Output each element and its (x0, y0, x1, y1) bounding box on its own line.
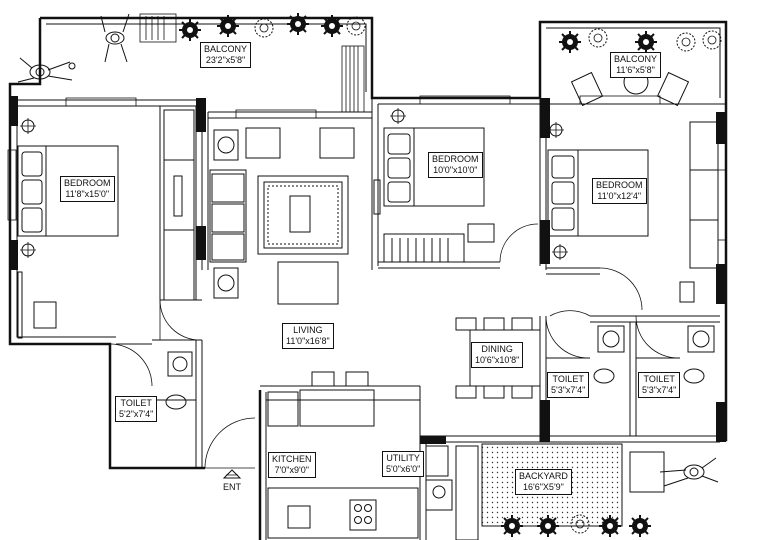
room-label-dining: DINING 10'6"x10'8" (471, 342, 524, 368)
room-name: DINING (481, 344, 513, 354)
room-label-toilet-left: TOILET 5'2"x7'4" (115, 396, 158, 422)
room-size: 5'3"x7'4" (551, 385, 586, 395)
room-name: BEDROOM (432, 154, 479, 164)
bedroom-left-furniture (17, 109, 195, 339)
room-label-utility: UTILITY 5'0"x6'0" (382, 451, 425, 477)
room-name: UTILITY (386, 453, 420, 463)
room-size: 5'3"x7'4" (642, 385, 677, 395)
room-name: BACKYARD (519, 471, 568, 481)
room-size: 11'0"x12'4" (597, 191, 642, 201)
room-size: 11'8"x15'0" (65, 189, 110, 199)
room-size: 7'0"x9'0" (274, 465, 309, 475)
entrance-label: ENT (223, 482, 241, 492)
room-name: TOILET (120, 398, 152, 408)
light-icon (551, 243, 569, 261)
room-label-bedroom-left: BEDROOM 11'8"x15'0" (60, 176, 115, 202)
room-label-backyard: BACKYARD 16'6"X5'9" (515, 469, 572, 495)
room-name: KITCHEN (272, 454, 312, 464)
columns (10, 96, 726, 444)
room-size: 16'6"X5'9" (523, 482, 564, 492)
room-label-toilet-mid: TOILET 5'3"x7'4" (547, 372, 590, 398)
kitchen-fixtures (267, 391, 479, 540)
room-name: BALCONY (204, 44, 248, 54)
room-name: TOILET (643, 374, 675, 384)
room-name: LIVING (293, 325, 323, 335)
room-label-kitchen: KITCHEN 7'0"x9'0" (268, 452, 316, 478)
light-icon (547, 121, 565, 139)
light-icon (389, 107, 407, 125)
room-name: BALCONY (614, 54, 658, 64)
toilet-fixtures (165, 325, 715, 410)
light-icon (19, 241, 37, 259)
room-name: BEDROOM (596, 180, 643, 190)
room-label-living: LIVING 11'0"x16'8" (282, 323, 334, 349)
room-name: BEDROOM (64, 178, 111, 188)
room-size: 11'0"x16'8" (286, 336, 330, 346)
entrance-icon (222, 469, 242, 479)
room-label-balcony-top: BALCONY 23'2"x5'8" (200, 42, 252, 68)
room-size: 10'0"x10'0" (433, 165, 478, 175)
room-label-toilet-right: TOILET 5'3"x7'4" (638, 372, 681, 398)
room-size: 23'2"x5'8" (205, 55, 246, 65)
room-size: 11'6"x5'8" (616, 65, 655, 75)
room-size: 10'6"x10'8" (475, 355, 520, 365)
room-name: TOILET (552, 374, 584, 384)
room-label-bedroom-right: BEDROOM 11'0"x12'4" (592, 178, 647, 204)
bedroom-middle-furniture (373, 127, 495, 263)
living-room-rug-pattern (267, 185, 339, 245)
backyard-plants (500, 451, 719, 538)
living-room-furniture (209, 127, 533, 427)
balcony-top-details (17, 12, 366, 113)
room-size: 5'2"x7'4" (119, 409, 154, 419)
light-icon (19, 117, 37, 135)
door-swings (109, 223, 679, 469)
room-label-balcony-right: BALCONY 11'6"x5'8" (610, 52, 662, 78)
bedroom-right-furniture (547, 121, 719, 303)
room-size: 5'0"x6'0" (386, 464, 421, 474)
room-label-bedroom-middle: BEDROOM 10'0"x10'0" (428, 152, 483, 178)
